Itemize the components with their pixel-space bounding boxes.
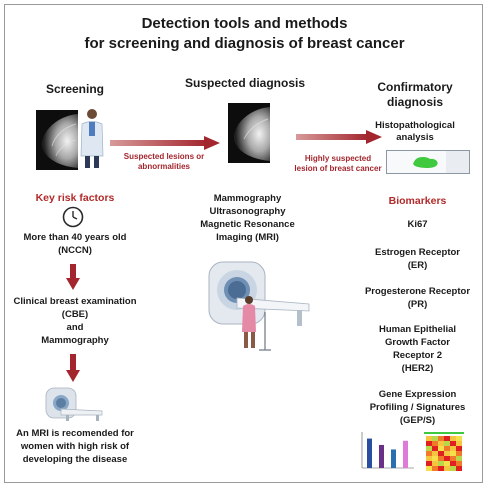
biomarker-her2-line1: Human Epithelial [378, 324, 457, 335]
heatmap-cell [450, 451, 456, 456]
down-arrow-2 [66, 354, 80, 382]
biomarker-her2-line3: Receptor 2 [392, 350, 443, 361]
heatmap-cell [450, 436, 456, 441]
heatmap-cell [432, 461, 438, 466]
biomarker-gep-line2: Profiling / Signatures [369, 402, 466, 413]
heatmap-cell [456, 451, 462, 456]
heatmap-cell [432, 441, 438, 446]
doctor-icon [80, 109, 104, 168]
heatmap-cell [432, 466, 438, 471]
biomarker-ki67: Ki67 [407, 219, 428, 230]
heatmap-cell [426, 446, 432, 451]
heatmap-cell [438, 446, 444, 451]
biomarker-her2-line2: Growth Factor [385, 337, 450, 348]
mini-bar [379, 444, 384, 468]
mri-scanner-small-icon [45, 387, 103, 421]
figure-title-line2: for screening and diagnosis of breast ca… [84, 35, 405, 52]
heatmap-cell [444, 446, 450, 451]
gene-expression-heatmap-thumbnail [424, 432, 464, 471]
heatmap-cell [444, 441, 450, 446]
heatmap-cell [438, 436, 444, 441]
screening-heading: Screening [45, 82, 105, 96]
heatmap-cell [450, 441, 456, 446]
heatmap-cell [450, 456, 456, 461]
heatmap-cell [456, 461, 462, 466]
biomarkers-heading: Biomarkers [388, 195, 447, 207]
method-mammography: Mammography [213, 193, 282, 204]
heatmap-cell [438, 441, 444, 446]
cbe-line3: and [66, 322, 84, 333]
mri-scanner-with-patient-illustration [208, 261, 310, 351]
age-risk-line2: (NCCN) [58, 245, 92, 256]
clock-icon [62, 206, 84, 228]
heatmap-cell [432, 451, 438, 456]
method-mri-line1: Magnetic Resonance [200, 219, 295, 230]
histopathological-line2: analysis [396, 132, 434, 143]
biomarker-pr-line1: Progesterone Receptor [364, 286, 471, 297]
cbe-line1: Clinical breast examination [13, 296, 137, 307]
mammogram-image-suspected [228, 103, 270, 163]
key-risk-factors-heading: Key risk factors [35, 192, 115, 204]
heatmap-cell [450, 446, 456, 451]
down-arrow-1 [66, 264, 80, 290]
mini-bar [403, 440, 408, 468]
microscope-slide-icon [386, 150, 470, 174]
arrow2-label-line1: Highly suspected [304, 154, 372, 163]
arrow-suspected-to-confirmatory [296, 130, 382, 144]
heatmap-cell [426, 436, 432, 441]
histopathological-line1: Histopathological [375, 120, 455, 131]
suspected-diagnosis-heading: Suspected diagnosis [184, 76, 306, 90]
arrow1-label-line2: abnormalities [137, 162, 190, 171]
cbe-line2: (CBE) [61, 309, 89, 320]
heatmap-cell [450, 466, 456, 471]
heatmap-cell [438, 461, 444, 466]
heatmap-cell [456, 436, 462, 441]
heatmap-cell [444, 456, 450, 461]
heatmap-cell [456, 441, 462, 446]
biomarker-gep-line1: Gene Expression [378, 389, 457, 400]
heatmap-cell [426, 461, 432, 466]
heatmap-cell [432, 446, 438, 451]
heatmap-cell [426, 466, 432, 471]
heatmap-cell [438, 466, 444, 471]
cbe-line4: Mammography [41, 335, 109, 346]
heatmap-cell [450, 461, 456, 466]
method-mri-line2: Imaging (MRI) [216, 232, 279, 243]
arrow-screening-to-suspected [110, 136, 220, 150]
method-ultrasonography: Ultrasonography [209, 206, 286, 217]
heatmap-cell [444, 436, 450, 441]
heatmap-cell [444, 466, 450, 471]
biomarker-pr-line2: (PR) [407, 299, 428, 310]
biomarker-gep-line3: (GEP/S) [399, 415, 436, 426]
age-risk-line1: More than 40 years old [23, 232, 127, 243]
mini-bar [391, 449, 396, 468]
mini-bar [367, 438, 372, 468]
heatmap-cell [438, 456, 444, 461]
biomarker-her2-line4: (HER2) [401, 363, 434, 374]
heatmap-cell [456, 446, 462, 451]
heatmap-cell [426, 441, 432, 446]
mammogram-image-screening [36, 110, 78, 170]
arrow2-label-line2: lesion of breast cancer [294, 164, 382, 173]
heatmap-cell [438, 451, 444, 456]
heatmap-cell [426, 451, 432, 456]
confirmatory-heading-line1: Confirmatory [377, 80, 453, 94]
arrow1-label-line1: Suspected lesions or [123, 152, 205, 161]
mri-recommendation-line2: women with high risk of [20, 441, 130, 452]
heatmap-cell [432, 456, 438, 461]
biomarker-er-line1: Estrogen Receptor [375, 247, 460, 258]
biomarker-er-line2: (ER) [407, 260, 428, 271]
heatmap-cell [456, 456, 462, 461]
heatmap-cell [456, 466, 462, 471]
heatmap-cell [426, 456, 432, 461]
heatmap-cell [444, 451, 450, 456]
mri-recommendation-line3: developing the disease [22, 454, 128, 465]
figure-title-line1: Detection tools and methods [141, 15, 348, 32]
mri-recommendation-line1: An MRI is recomended for [16, 428, 134, 439]
heatmap-cell [432, 436, 438, 441]
heatmap-cell [444, 461, 450, 466]
confirmatory-heading-line2: diagnosis [386, 95, 443, 109]
figure-frame [4, 4, 483, 483]
gene-expression-bar-chart-thumbnail [361, 432, 414, 469]
